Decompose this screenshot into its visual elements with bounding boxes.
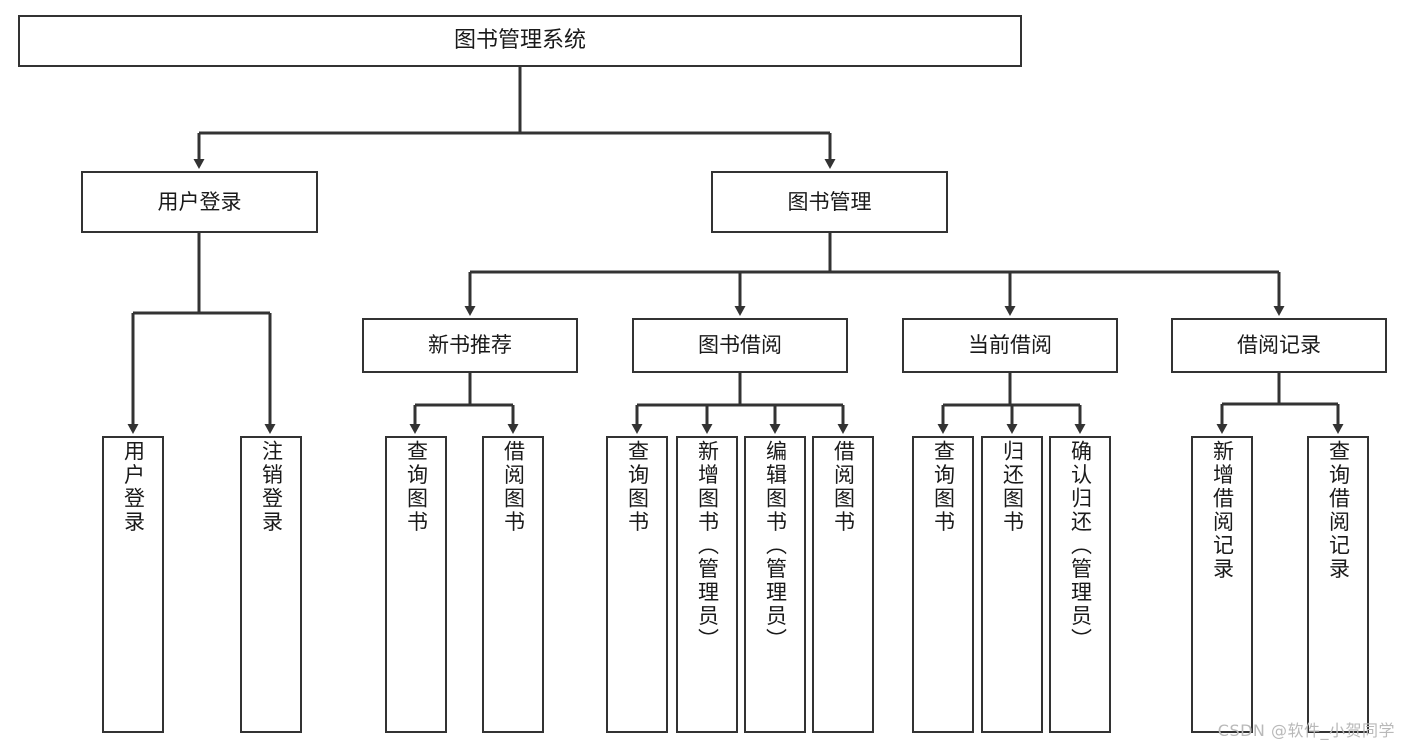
node-label: 归还图书 <box>1000 440 1025 534</box>
node-label: 图书管理 <box>787 189 872 214</box>
leaf-edit-book-admin[interactable]: 编辑图书（管理员） <box>744 436 806 733</box>
leaf-confirm-return-admin[interactable]: 确认归还（管理员） <box>1049 436 1111 733</box>
node-label: 新增图书（管理员） <box>695 440 720 652</box>
node-book-management[interactable]: 图书管理 <box>711 171 948 233</box>
leaf-add-book-admin[interactable]: 新增图书（管理员） <box>676 436 738 733</box>
node-label: 注销登录 <box>259 440 284 534</box>
node-label: 借阅图书 <box>831 440 856 534</box>
node-label: 查询借阅记录 <box>1326 440 1351 581</box>
node-label: 用户登录 <box>121 440 146 534</box>
node-label: 新增借阅记录 <box>1210 440 1235 581</box>
node-label: 新书推荐 <box>428 333 512 358</box>
node-label: 图书借阅 <box>698 333 782 358</box>
node-borrow-record[interactable]: 借阅记录 <box>1171 318 1387 373</box>
node-label: 查询图书 <box>931 440 956 534</box>
node-label: 借阅图书 <box>501 440 526 534</box>
node-label: 编辑图书（管理员） <box>763 440 788 652</box>
leaf-query-borrow-record[interactable]: 查询借阅记录 <box>1307 436 1369 733</box>
node-label: 借阅记录 <box>1237 333 1321 358</box>
leaf-user-login[interactable]: 用户登录 <box>102 436 164 733</box>
watermark-text: CSDN @软件_小贺同学 <box>1217 721 1395 740</box>
leaf-query-book-borrow[interactable]: 查询图书 <box>606 436 668 733</box>
leaf-user-logout[interactable]: 注销登录 <box>240 436 302 733</box>
node-user-login[interactable]: 用户登录 <box>81 171 318 233</box>
node-label: 查询图书 <box>625 440 650 534</box>
leaf-borrow-book-recommend[interactable]: 借阅图书 <box>482 436 544 733</box>
leaf-query-book-current[interactable]: 查询图书 <box>912 436 974 733</box>
node-label: 当前借阅 <box>968 333 1052 358</box>
node-new-book-recommend[interactable]: 新书推荐 <box>362 318 578 373</box>
leaf-borrow-book[interactable]: 借阅图书 <box>812 436 874 733</box>
node-label: 确认归还（管理员） <box>1068 440 1093 652</box>
node-label: 查询图书 <box>404 440 429 534</box>
node-book-borrow[interactable]: 图书借阅 <box>632 318 848 373</box>
node-label: 用户登录 <box>157 189 242 214</box>
node-root-system[interactable]: 图书管理系统 <box>18 15 1022 67</box>
leaf-return-book[interactable]: 归还图书 <box>981 436 1043 733</box>
leaf-query-book-recommend[interactable]: 查询图书 <box>385 436 447 733</box>
leaf-add-borrow-record[interactable]: 新增借阅记录 <box>1191 436 1253 733</box>
node-label: 图书管理系统 <box>453 28 586 54</box>
node-current-borrow[interactable]: 当前借阅 <box>902 318 1118 373</box>
